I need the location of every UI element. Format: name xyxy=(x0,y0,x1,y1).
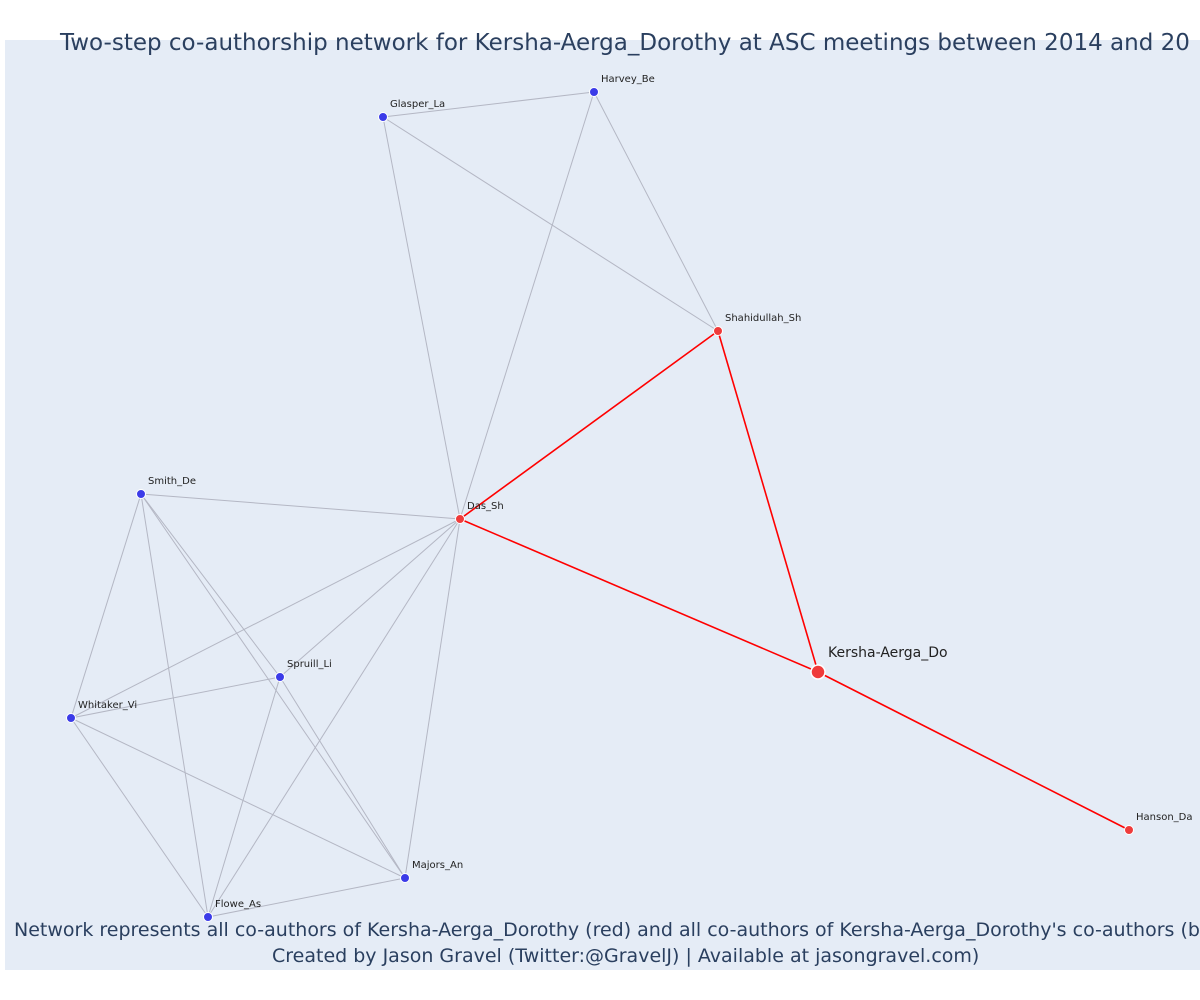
edge-Glasper_La-Shahidullah_Sh xyxy=(382,116,719,332)
node-Hanson_Da[interactable] xyxy=(1124,825,1134,835)
edge-Smith_De-Whitaker_Vi xyxy=(70,493,142,719)
node-label-Spruill_Li: Spruill_Li xyxy=(287,659,332,670)
node-label-Glasper_La: Glasper_La xyxy=(390,99,445,110)
node-Das_Sh[interactable] xyxy=(455,514,465,524)
edge-Smith_De-Das_Sh xyxy=(140,493,461,520)
node-Spruill_Li[interactable] xyxy=(275,672,285,682)
node-label-Kersha-Aerga_Do: Kersha-Aerga_Do xyxy=(828,645,948,661)
edge-Smith_De-Spruill_Li xyxy=(140,493,281,678)
edge-Flowe_As-Majors_An xyxy=(207,877,406,918)
nodes-layer xyxy=(66,87,1134,922)
node-label-Whitaker_Vi: Whitaker_Vi xyxy=(78,700,137,711)
edge-Das_Sh-Majors_An xyxy=(404,518,461,879)
edge-Harvey_Be-Shahidullah_Sh xyxy=(593,91,719,332)
edge-Whitaker_Vi-Majors_An xyxy=(70,717,406,879)
edge-Das_Sh-Shahidullah_Sh xyxy=(459,330,719,520)
edge-Kersha-Aerga_Do-Hanson_Da xyxy=(817,671,1130,831)
edge-Das_Sh-Spruill_Li xyxy=(279,518,461,678)
node-Glasper_La[interactable] xyxy=(378,112,388,122)
edge-Spruill_Li-Flowe_As xyxy=(207,676,281,918)
node-label-Flowe_As: Flowe_As xyxy=(215,899,261,910)
node-label-Hanson_Da: Hanson_Da xyxy=(1136,812,1192,823)
edges-layer xyxy=(70,91,1130,918)
chart-title: Two-step co-authorship network for Kersh… xyxy=(60,30,1190,56)
edge-Das_Sh-Whitaker_Vi xyxy=(70,518,461,719)
edge-Das_Sh-Flowe_As xyxy=(207,518,461,918)
edge-Glasper_La-Das_Sh xyxy=(382,116,461,520)
edge-Harvey_Be-Das_Sh xyxy=(459,91,595,520)
node-Whitaker_Vi[interactable] xyxy=(66,713,76,723)
node-Harvey_Be[interactable] xyxy=(589,87,599,97)
edge-Whitaker_Vi-Flowe_As xyxy=(70,717,209,918)
edge-Kersha-Aerga_Do-Shahidullah_Sh xyxy=(717,330,819,673)
edge-Glasper_La-Harvey_Be xyxy=(382,91,595,118)
node-Shahidullah_Sh[interactable] xyxy=(713,326,723,336)
node-Majors_An[interactable] xyxy=(400,873,410,883)
edge-Spruill_Li-Whitaker_Vi xyxy=(70,676,281,719)
edge-Smith_De-Flowe_As xyxy=(140,493,209,918)
node-label-Smith_De: Smith_De xyxy=(148,476,196,487)
edge-Spruill_Li-Majors_An xyxy=(279,676,406,879)
plot-background xyxy=(5,40,1200,970)
edge-Smith_De-Majors_An xyxy=(140,493,406,879)
node-label-Das_Sh: Das_Sh xyxy=(467,501,504,512)
node-label-Shahidullah_Sh: Shahidullah_Sh xyxy=(725,313,801,324)
node-label-Harvey_Be: Harvey_Be xyxy=(601,74,655,85)
caption-line-1: Network represents all co-authors of Ker… xyxy=(14,919,1200,941)
node-label-Majors_An: Majors_An xyxy=(412,860,463,871)
labels-layer: Kersha-Aerga_Do Das_Sh Shahidullah_ShHanso… xyxy=(78,74,1192,910)
node-Smith_De[interactable] xyxy=(136,489,146,499)
edge-Kersha-Aerga_Do-Das_Sh xyxy=(459,518,819,673)
caption-line-2: Created by Jason Gravel (Twitter:@Gravel… xyxy=(272,945,980,967)
node-Flowe_As[interactable] xyxy=(203,912,213,922)
node-Kersha-Aerga_Do[interactable] xyxy=(810,664,826,680)
